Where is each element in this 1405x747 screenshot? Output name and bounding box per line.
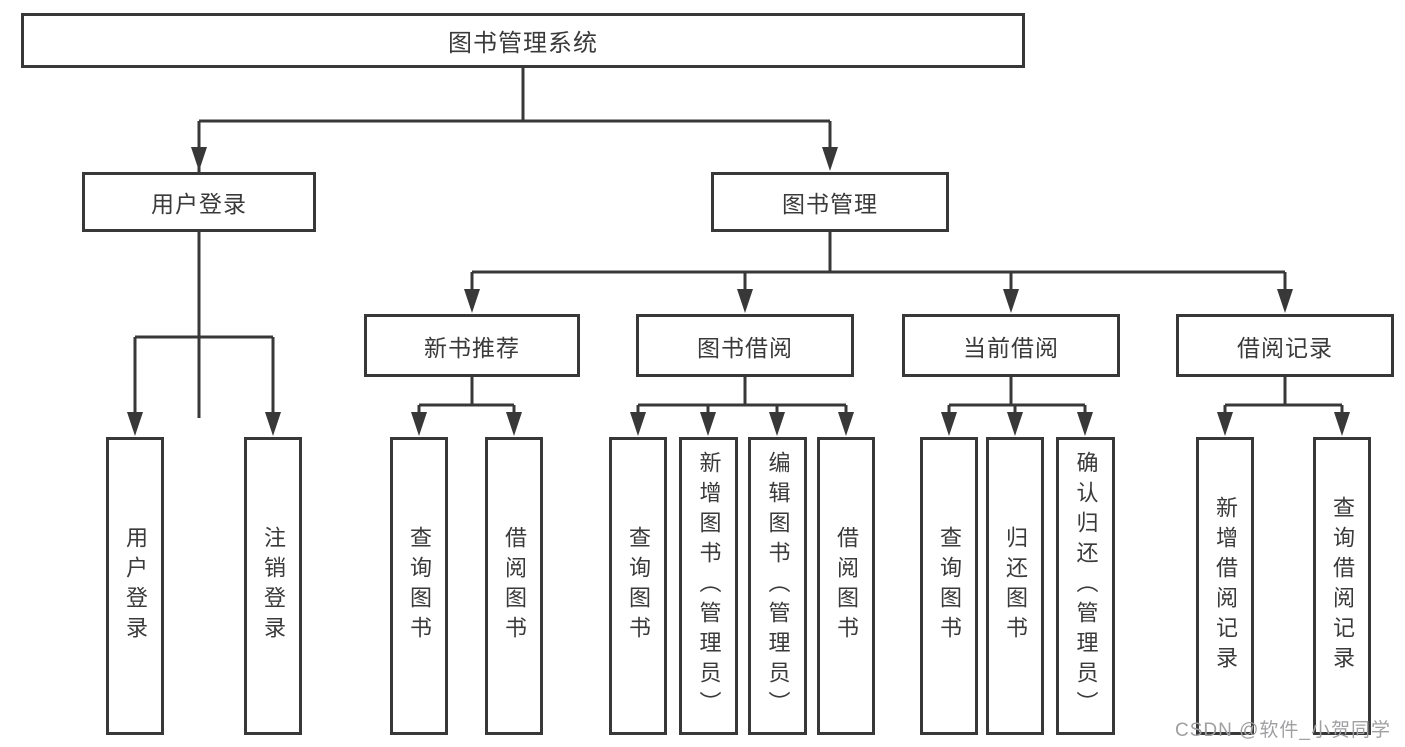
node-label: 用户登录 xyxy=(151,191,247,217)
node-label: 查询图书 xyxy=(937,526,962,646)
node-label: 借阅记录 xyxy=(1237,334,1333,361)
connector-level3 xyxy=(470,232,1287,295)
node-label: 查询图书 xyxy=(626,526,651,646)
node-current-borrowing: 当前借阅 xyxy=(902,314,1120,377)
arrowhead xyxy=(127,412,143,436)
arrowhead xyxy=(822,147,838,171)
node-label: 编辑图书（管理员） xyxy=(765,451,791,721)
arrowhead xyxy=(1217,412,1233,436)
node-label: 新书推荐 xyxy=(424,334,520,361)
node-label: 确认归还（管理员） xyxy=(1073,451,1099,721)
node-label: 借阅图书 xyxy=(502,526,527,646)
leaf-logout-login: 注销登录 xyxy=(244,437,302,735)
connector-current-borrow xyxy=(947,377,1087,418)
watermark: CSDN @软件_小贺同学 xyxy=(1175,715,1391,742)
node-label: 新增借阅记录 xyxy=(1213,496,1238,676)
watermark-text: CSDN @软件_小贺同学 xyxy=(1175,720,1391,741)
node-label: 查询图书 xyxy=(407,526,432,646)
arrowhead xyxy=(1007,412,1023,436)
node-label: 查询借阅记录 xyxy=(1330,496,1355,676)
arrowhead xyxy=(1277,289,1293,313)
node-borrowing-records: 借阅记录 xyxy=(1176,314,1394,377)
node-label: 当前借阅 xyxy=(963,334,1059,361)
leaf-borrow-books: 借阅图书 xyxy=(817,437,875,735)
arrowhead xyxy=(838,412,854,436)
arrowhead xyxy=(191,147,207,171)
leaf-query-books-recommend: 查询图书 xyxy=(390,437,448,735)
connector-borrow-record xyxy=(1223,377,1344,418)
node-label: 注销登录 xyxy=(261,526,286,646)
connector-root xyxy=(197,68,832,418)
node-user-login: 用户登录 xyxy=(82,172,316,232)
arrowhead xyxy=(1003,289,1019,313)
node-book-management: 图书管理 xyxy=(711,172,949,232)
leaf-add-borrow-record: 新增借阅记录 xyxy=(1196,437,1254,735)
arrowhead xyxy=(464,289,480,313)
arrowhead xyxy=(1334,412,1350,436)
arrowhead xyxy=(941,412,957,436)
node-label: 借阅图书 xyxy=(834,526,859,646)
node-label: 用户登录 xyxy=(123,526,148,646)
leaf-add-book-admin: 新增图书（管理员） xyxy=(679,437,738,735)
node-label: 图书管理 xyxy=(782,191,878,217)
arrowhead xyxy=(737,289,753,313)
node-label: 图书管理系统 xyxy=(448,30,598,57)
node-new-book-recommendation: 新书推荐 xyxy=(364,314,580,377)
node-label: 新增图书（管理员） xyxy=(696,451,722,721)
arrowhead xyxy=(769,412,785,436)
leaf-query-books-current: 查询图书 xyxy=(920,437,978,735)
leaf-edit-book-admin: 编辑图书（管理员） xyxy=(748,437,807,735)
arrowhead xyxy=(411,412,427,436)
node-label: 图书借阅 xyxy=(697,334,793,361)
node-label: 归还图书 xyxy=(1003,526,1028,646)
arrowhead xyxy=(1077,412,1093,436)
connector-book-borrow xyxy=(636,377,848,418)
leaf-user-login: 用户登录 xyxy=(106,437,164,735)
leaf-confirm-return-admin: 确认归还（管理员） xyxy=(1056,437,1115,735)
arrowhead xyxy=(265,412,281,436)
connector-user-login xyxy=(133,232,275,418)
leaf-query-books-borrow: 查询图书 xyxy=(609,437,667,735)
leaf-return-books: 归还图书 xyxy=(986,437,1044,735)
node-library-management-system: 图书管理系统 xyxy=(21,13,1025,68)
connector-new-book xyxy=(417,377,516,418)
arrowhead xyxy=(700,412,716,436)
leaf-query-borrow-record: 查询借阅记录 xyxy=(1313,437,1371,735)
arrowhead xyxy=(630,412,646,436)
leaf-borrow-books-recommend: 借阅图书 xyxy=(485,437,543,735)
node-book-borrowing: 图书借阅 xyxy=(636,314,854,377)
arrowhead xyxy=(506,412,522,436)
